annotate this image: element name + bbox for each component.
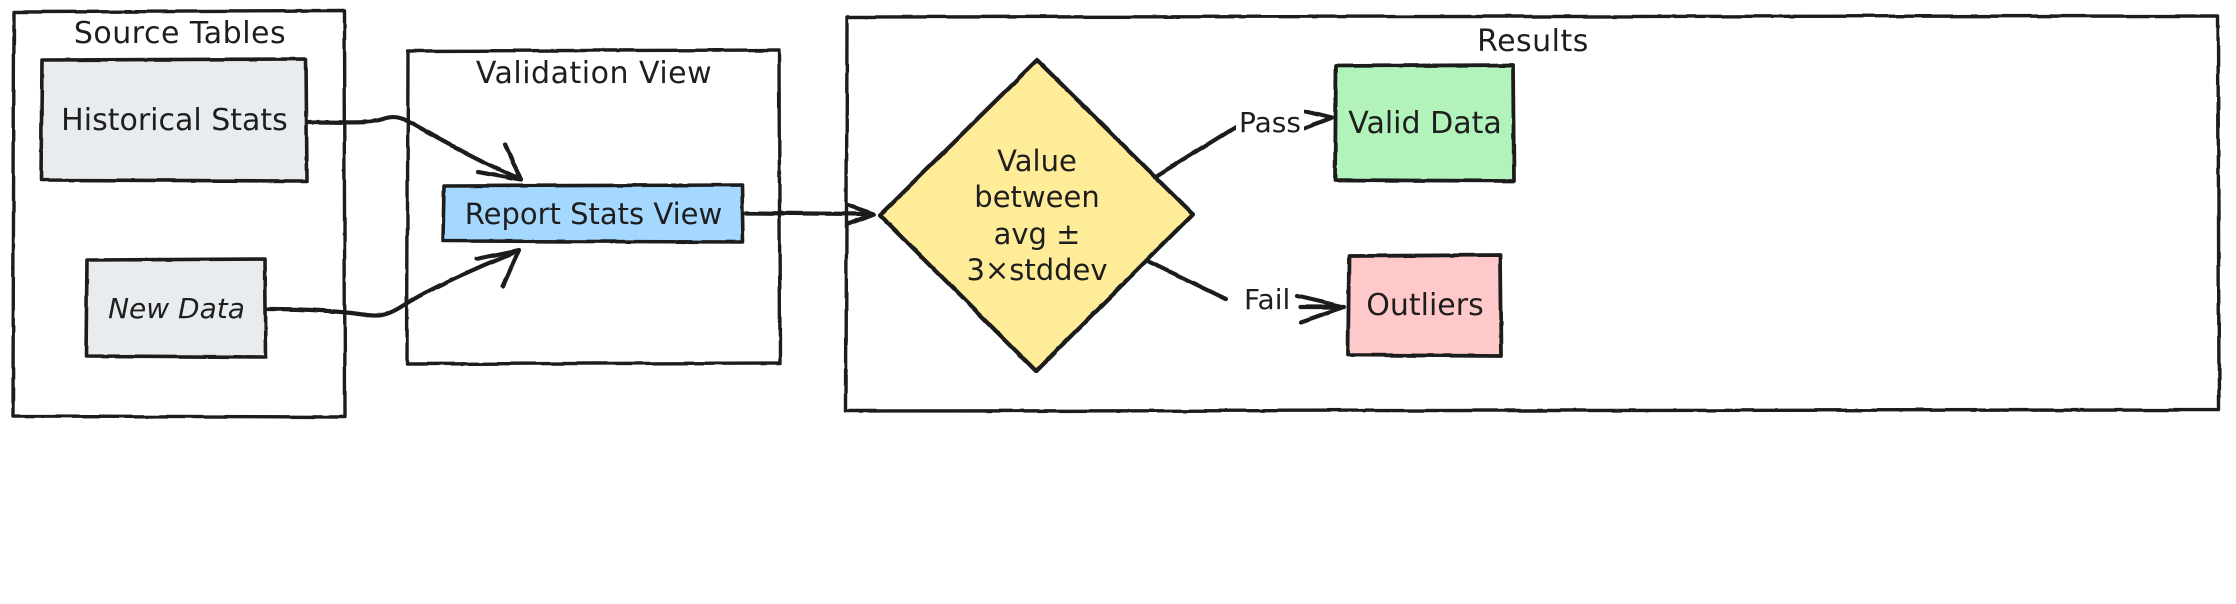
node-shape-valid-data[interactable] xyxy=(1333,63,1516,183)
edge-decision-to-outliers xyxy=(1145,258,1229,302)
node-shape-outliers[interactable] xyxy=(1346,253,1503,358)
node-shape-historical-stats[interactable] xyxy=(39,57,309,183)
edge-decision-to-valid-data xyxy=(1152,121,1243,180)
group-title-validation-view: Validation View xyxy=(475,56,713,91)
edge-report-stats-view-to-decision xyxy=(743,210,869,217)
node-shape-new-data[interactable] xyxy=(84,257,268,359)
node-new-data[interactable] xyxy=(86,259,267,358)
node-shape-report-stats-view[interactable] xyxy=(441,183,745,244)
edge-arrowhead-2 xyxy=(473,247,522,289)
edge-label-pass: Pass xyxy=(1236,106,1304,139)
group-title-source-tables: Source Tables xyxy=(73,16,287,51)
edge-label-fail: Fail xyxy=(1241,283,1294,316)
edge-arrowhead-1 xyxy=(475,141,524,183)
node-outliers[interactable] xyxy=(1348,255,1502,357)
edge-new-data-to-report-stats-view xyxy=(265,250,516,318)
node-historical-stats[interactable] xyxy=(41,59,308,182)
node-report-stats-view[interactable] xyxy=(443,185,744,243)
edge-arrowhead-4 xyxy=(1297,107,1335,132)
edge-historical-stats-to-report-stats-view xyxy=(306,114,519,180)
node-shape-decision[interactable] xyxy=(877,57,1196,374)
group-border-results xyxy=(844,14,2221,413)
node-decision[interactable] xyxy=(880,60,1194,372)
node-valid-data[interactable] xyxy=(1335,65,1515,182)
edge-arrowhead-3 xyxy=(845,202,877,227)
group-title-results: Results xyxy=(1477,24,1589,59)
